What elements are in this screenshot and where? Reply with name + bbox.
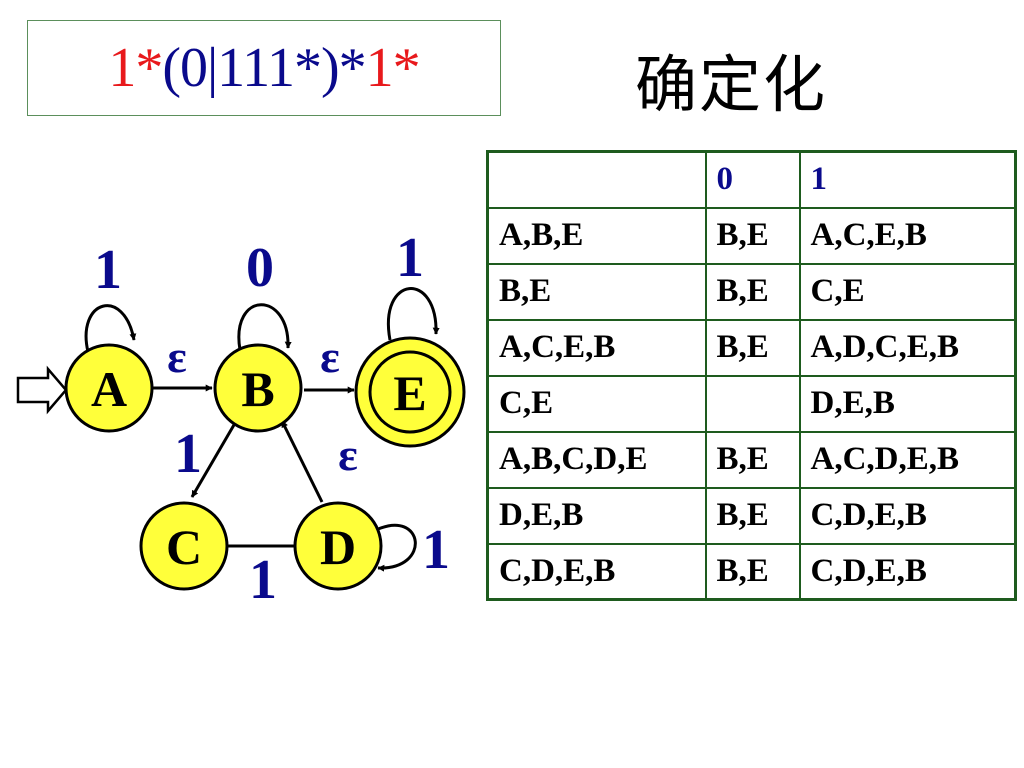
state-e (354, 336, 466, 448)
state-e-label: E (393, 365, 426, 421)
table-cell (704, 374, 801, 433)
start-arrow-icon (16, 365, 68, 415)
loop-a (84, 304, 137, 353)
state-c (139, 501, 229, 591)
table-row: A,B,E B,E A,C,E,B (486, 206, 1017, 265)
loop-e (386, 287, 440, 341)
state-c-label: C (166, 519, 202, 575)
nfa-diagram: A B E C D 1 0 1 ε ε 1 ε 1 1 (16, 227, 466, 611)
table-row: C,D,E,B B,E C,D,E,B (486, 542, 1017, 601)
loop-d (375, 523, 417, 572)
table-header-cell: 1 (798, 150, 1017, 209)
edge-b-to-c (190, 417, 240, 498)
table-cell: D,E,B (486, 486, 707, 545)
label-c-d: 1 (249, 549, 277, 611)
state-d (293, 501, 383, 591)
table-cell: C,D,E,B (798, 542, 1017, 601)
table-cell: B,E (704, 318, 801, 377)
table-header-cell (486, 150, 707, 209)
regex-part-suffix: 1* (365, 37, 421, 99)
state-b (213, 343, 303, 433)
state-a (64, 343, 154, 433)
dfa-transition-table: 0 1 A,B,E B,E A,C,E,B B,E B,E C,E A,C,E,… (486, 150, 1017, 601)
table-row: A,C,E,B B,E A,D,C,E,B (486, 318, 1017, 377)
page-title: 确定化 (635, 48, 828, 121)
table-cell: A,D,C,E,B (798, 318, 1017, 377)
regex-part-middle: (0|111*)* (162, 37, 366, 99)
table-cell: C,D,E,B (798, 486, 1017, 545)
state-e-inner-ring (368, 350, 452, 434)
loop-b (237, 303, 292, 351)
state-b-label: B (241, 361, 274, 417)
table-row: C,E D,E,B (486, 374, 1017, 433)
table-row: B,E B,E C,E (486, 262, 1017, 321)
table-row: D,E,B B,E C,D,E,B (486, 486, 1017, 545)
table-cell: B,E (486, 262, 707, 321)
regex-part-prefix: 1* (108, 37, 163, 99)
table-cell: C,E (798, 262, 1017, 321)
label-loop-a: 1 (94, 239, 122, 301)
table-cell: C,E (486, 374, 707, 433)
state-a-label: A (91, 361, 127, 417)
label-b-to-c: 1 (174, 423, 202, 485)
table-cell: A,B,E (486, 206, 707, 265)
table-cell: B,E (704, 430, 801, 489)
table-cell: C,D,E,B (486, 542, 707, 601)
table-cell: A,C,E,B (798, 206, 1017, 265)
label-d-to-b: ε (338, 429, 358, 480)
table-row: A,B,C,D,E B,E A,C,D,E,B (486, 430, 1017, 489)
label-a-to-b: ε (167, 331, 187, 382)
table-cell: B,E (704, 542, 801, 601)
table-cell: A,C,E,B (486, 318, 707, 377)
label-loop-b: 0 (246, 237, 274, 299)
table-header-row: 0 1 (486, 150, 1017, 209)
table-cell: B,E (704, 262, 801, 321)
edge-d-to-b (280, 420, 324, 503)
table-cell: A,B,C,D,E (486, 430, 707, 489)
table-cell: D,E,B (798, 374, 1017, 433)
table-cell: A,C,D,E,B (798, 430, 1017, 489)
regex-box: 1*(0|111*)*1* (27, 20, 501, 116)
table-cell: B,E (704, 206, 801, 265)
table-cell: B,E (704, 486, 801, 545)
label-b-to-e: ε (320, 331, 340, 382)
state-d-label: D (320, 519, 356, 575)
table-header-cell: 0 (704, 150, 801, 209)
label-loop-e: 1 (396, 227, 424, 289)
label-loop-d: 1 (422, 519, 450, 581)
